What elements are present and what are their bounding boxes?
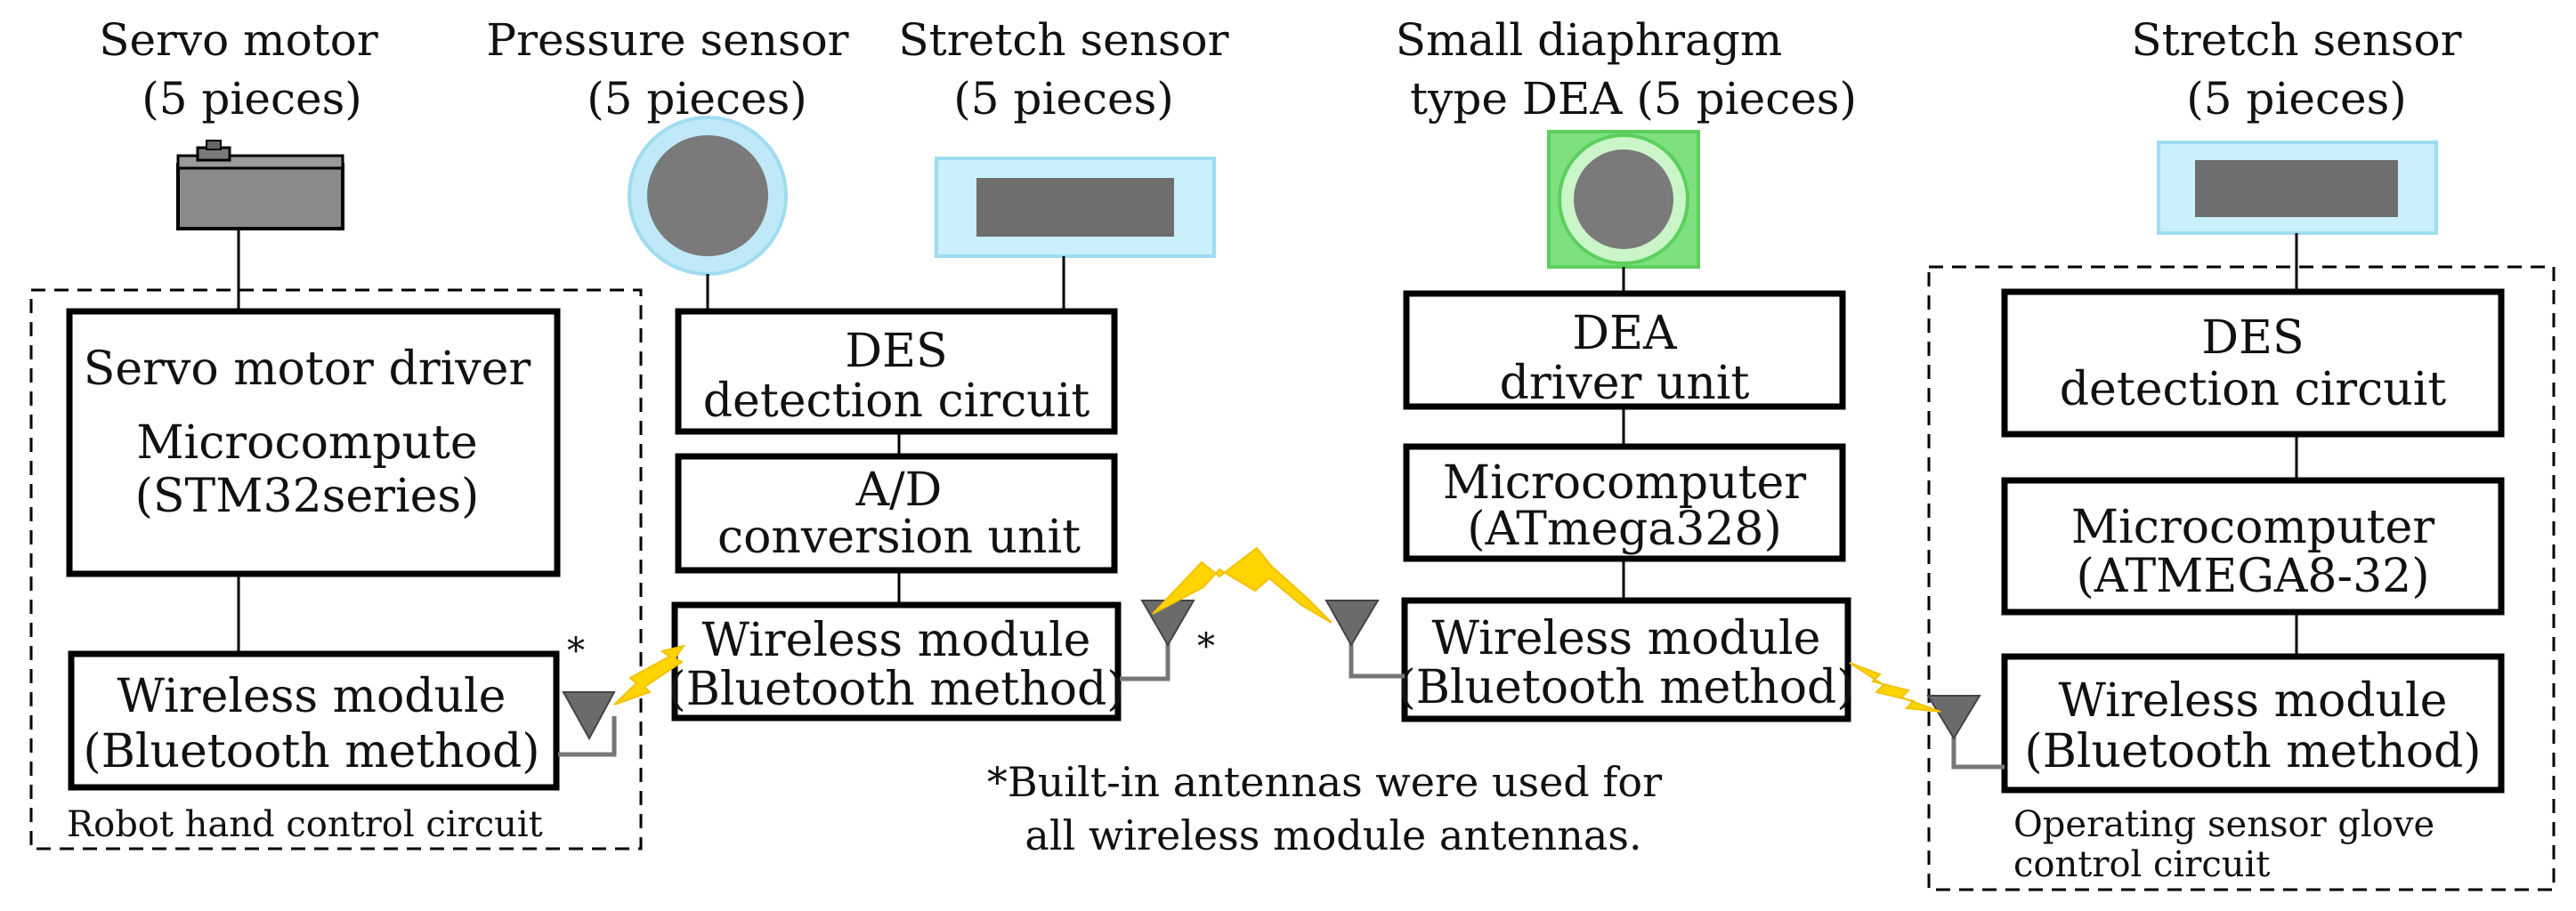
glove-caption-line2: control circuit — [2013, 844, 2270, 885]
sensor-glove-control-frame — [1927, 265, 2556, 891]
robot-hand-control-frame — [29, 288, 643, 851]
des-right-line1: DES — [2201, 311, 2304, 365]
dea-driver-box: DEA driver unit — [1403, 290, 1846, 410]
des-left-line2: detection circuit — [703, 375, 1090, 428]
wireless-mid-left-line1: Wireless module — [702, 614, 1091, 667]
stretch-left-header-line1: Stretch sensor — [898, 14, 1228, 66]
antenna-glove-icon — [1926, 695, 2005, 770]
stretch-sensor-left-icon — [935, 157, 1216, 258]
wireless-glove-line2: (Bluetooth method) — [2024, 725, 2481, 778]
antenna-robot-marker: * — [567, 631, 585, 672]
microcomputer-atmega328-box: Microcomputer (ATmega328) — [1403, 443, 1846, 562]
servo-driver-line1: Servo motor driver — [84, 343, 531, 396]
stretch-sensor-right-icon — [2157, 141, 2438, 235]
pressure-sensor-icon — [628, 116, 788, 276]
servo-driver-box: Servo motor driver Microcompute (STM32se… — [66, 308, 561, 577]
des-right-line2: detection circuit — [2060, 363, 2447, 416]
stretch-right-header-line2: (5 pieces) — [2186, 73, 2407, 125]
servo-motor-icon — [176, 140, 344, 230]
microcomputer-atmega8-box: Microcomputer (ATMEGA8-32) — [2001, 477, 2505, 616]
robot-hand-caption: Robot hand control circuit — [67, 804, 543, 845]
wireless-mid-right-line1: Wireless module — [1432, 612, 1821, 665]
des-right-box: DES detection circuit — [2001, 288, 2505, 438]
micro328-line2: (ATmega328) — [1467, 503, 1782, 556]
micro8-line1: Microcomputer — [2071, 501, 2434, 554]
wireless-mid-right-line2: (Bluetooth method) — [1397, 661, 1854, 714]
servo-driver-line2: Microcompute — [136, 416, 477, 470]
wireless-robot-line2: (Bluetooth method) — [83, 725, 539, 778]
servo-header-line2: (5 pieces) — [142, 73, 362, 125]
antenna-mid-left-marker: * — [1197, 626, 1215, 667]
wireless-link-right-icon — [1849, 662, 1941, 713]
wireless-link-left-icon — [613, 644, 686, 705]
wireless-link-center-icon — [1152, 546, 1333, 624]
dea-icon — [1547, 130, 1700, 269]
ad-line1: A/D — [855, 464, 943, 517]
des-left-line1: DES — [845, 325, 947, 378]
des-left-box: DES detection circuit — [675, 308, 1118, 435]
antenna-mid-right-icon — [1324, 600, 1405, 679]
dea-driver-line1: DEA — [1572, 307, 1678, 360]
micro8-line2: (ATMEGA8-32) — [2076, 550, 2429, 603]
wireless-mid-right-box: Wireless module (Bluetooth method) — [1397, 597, 1855, 722]
dea-header-line2: type DEA (5 pieces) — [1410, 73, 1857, 125]
servo-driver-line3: (STM32series) — [135, 470, 480, 523]
stretch-left-header-line2: (5 pieces) — [953, 73, 1174, 125]
dea-header-line1: Small diaphragm — [1396, 14, 1783, 66]
antenna-robot-icon — [558, 691, 617, 757]
pressure-header-line2: (5 pieces) — [587, 73, 807, 125]
wireless-mid-left-box: Wireless module (Bluetooth method) — [668, 601, 1125, 722]
dea-driver-line2: driver unit — [1500, 357, 1750, 410]
pressure-header-line1: Pressure sensor — [486, 14, 848, 66]
servo-header-line1: Servo motor — [99, 14, 378, 66]
footnote-line1: *Built-in antennas were used for — [987, 758, 1662, 806]
micro328-line1: Microcomputer — [1443, 456, 1806, 510]
wireless-glove-line1: Wireless module — [2059, 674, 2448, 728]
wireless-robot-box: Wireless module (Bluetooth method) — [68, 650, 560, 791]
wireless-mid-left-line2: (Bluetooth method) — [668, 663, 1124, 716]
wireless-robot-line1: Wireless module — [117, 670, 506, 723]
stretch-right-header-line1: Stretch sensor — [2131, 14, 2461, 66]
footnote-line2: all wireless module antennas. — [1025, 811, 1641, 859]
ad-conversion-box: A/D conversion unit — [675, 453, 1118, 574]
ad-line2: conversion unit — [717, 511, 1081, 564]
glove-caption-line1: Operating sensor glove — [2013, 804, 2434, 845]
wireless-glove-box: Wireless module (Bluetooth method) — [2001, 653, 2505, 794]
